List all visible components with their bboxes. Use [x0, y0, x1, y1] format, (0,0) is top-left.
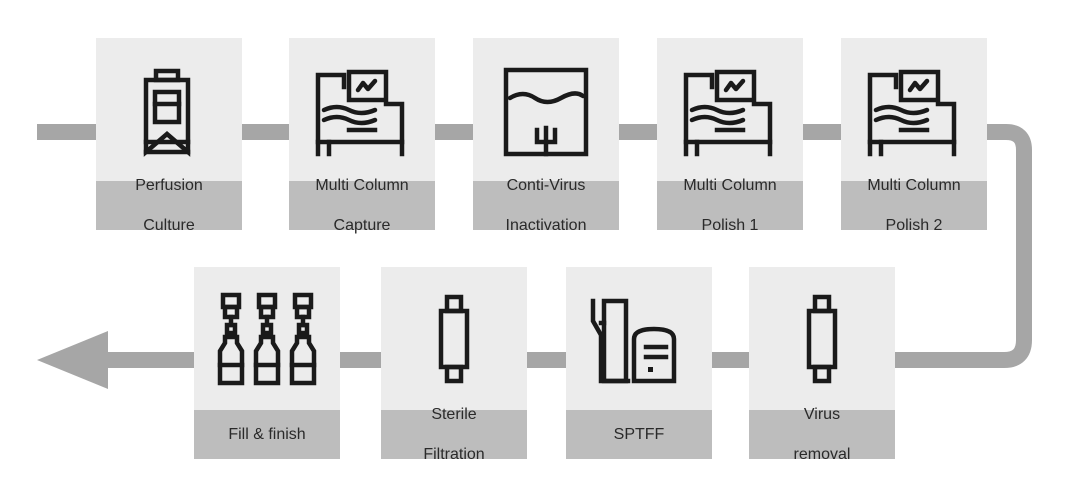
step-fill-and-finish: Fill & finish	[194, 267, 340, 459]
bioreactor-icon	[96, 38, 242, 181]
chromatography-system-icon	[289, 38, 435, 181]
chromatography-system-icon	[657, 38, 803, 181]
filter-capsule-icon	[381, 267, 527, 410]
step-label: SPTFF	[566, 410, 712, 459]
vial-filling-icon	[194, 267, 340, 410]
filter-capsule-icon	[749, 267, 895, 410]
flow-arrow-head	[37, 331, 108, 389]
tff-system-icon	[566, 267, 712, 410]
step-label: Fill & finish	[194, 410, 340, 459]
chromatography-system-icon	[841, 38, 987, 181]
step-sptff: SPTFF	[566, 267, 712, 459]
inactivation-tank-icon	[473, 38, 619, 181]
